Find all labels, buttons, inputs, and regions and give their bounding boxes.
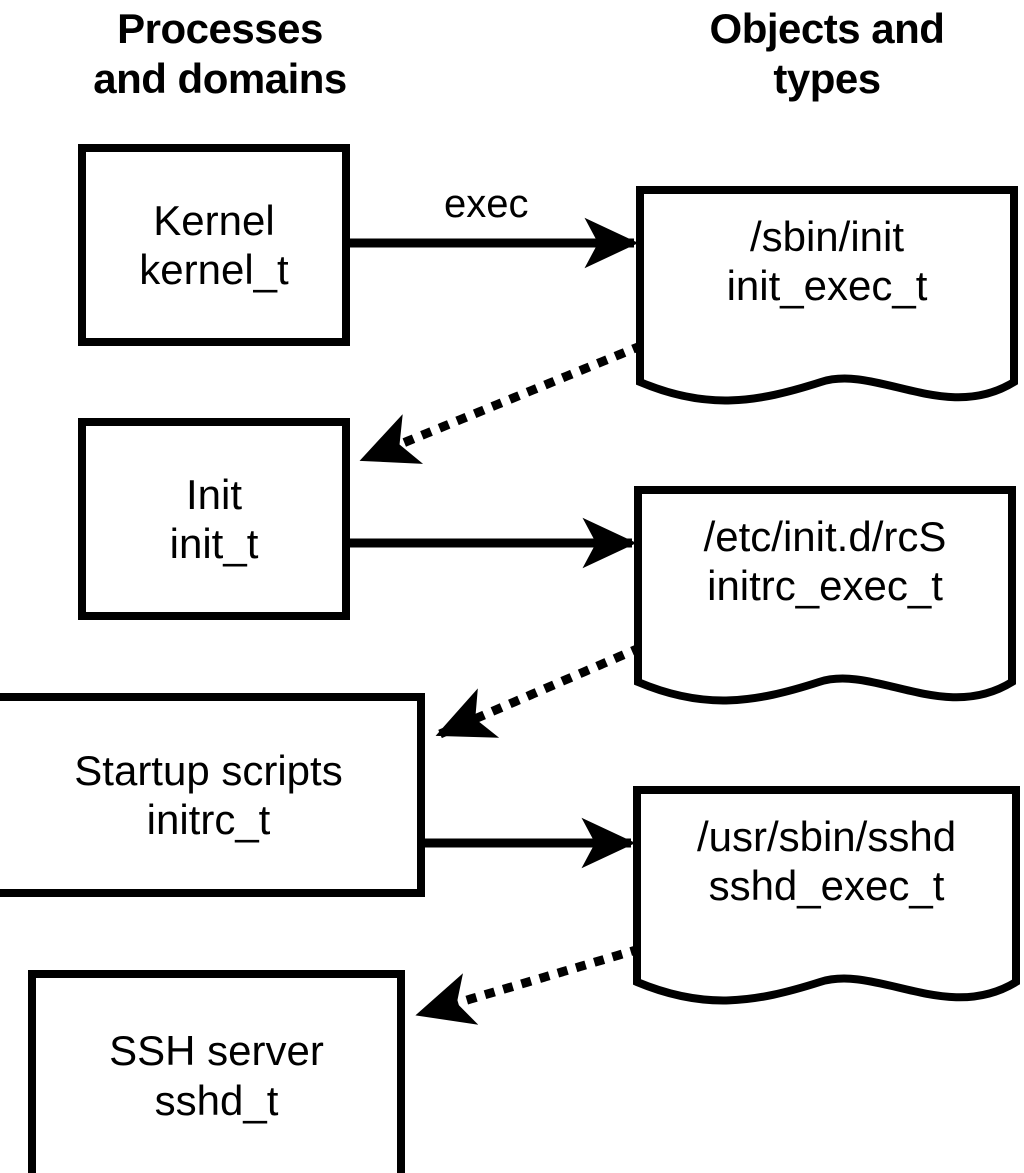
object-node-initrc-exec[interactable]: /etc/init.d/rcS initrc_exec_t	[634, 486, 1016, 724]
document-shape-icon	[634, 486, 1016, 705]
process-node-init[interactable]: Init init_t	[78, 418, 350, 620]
process-node-ssh-server[interactable]: SSH server sshd_t	[28, 970, 405, 1173]
object-node-sshd-exec[interactable]: /usr/sbin/sshd sshd_exec_t	[633, 786, 1020, 1024]
edge-sshd-exec-to-sshd	[414, 944, 642, 1025]
process-node-init-name: Init	[185, 470, 243, 518]
document-shape-icon	[636, 186, 1018, 405]
edge-label-exec: exec	[444, 182, 529, 226]
object-node-init-exec[interactable]: /sbin/init init_exec_t	[636, 186, 1018, 424]
column-header-objects: Objects and types	[709, 5, 945, 102]
process-node-ssh-server-name: SSH server	[109, 1027, 324, 1075]
edge-init-exec-to-init	[358, 341, 644, 465]
process-node-startup-scripts[interactable]: Startup scripts initrc_t	[0, 693, 425, 897]
process-node-kernel[interactable]: Kernel kernel_t	[78, 144, 350, 346]
process-node-ssh-server-type: sshd_t	[154, 1076, 279, 1124]
edge-initrc-exec-to-initrc	[434, 643, 643, 740]
process-node-startup-scripts-name: Startup scripts	[74, 746, 343, 794]
process-node-kernel-name: Kernel	[153, 196, 275, 244]
process-node-kernel-type: kernel_t	[139, 246, 289, 293]
column-header-processes: Processes and domains	[93, 5, 347, 102]
process-node-init-type: init_t	[169, 520, 259, 567]
document-shape-icon	[633, 786, 1020, 1005]
process-node-startup-scripts-type: initrc_t	[146, 796, 271, 843]
